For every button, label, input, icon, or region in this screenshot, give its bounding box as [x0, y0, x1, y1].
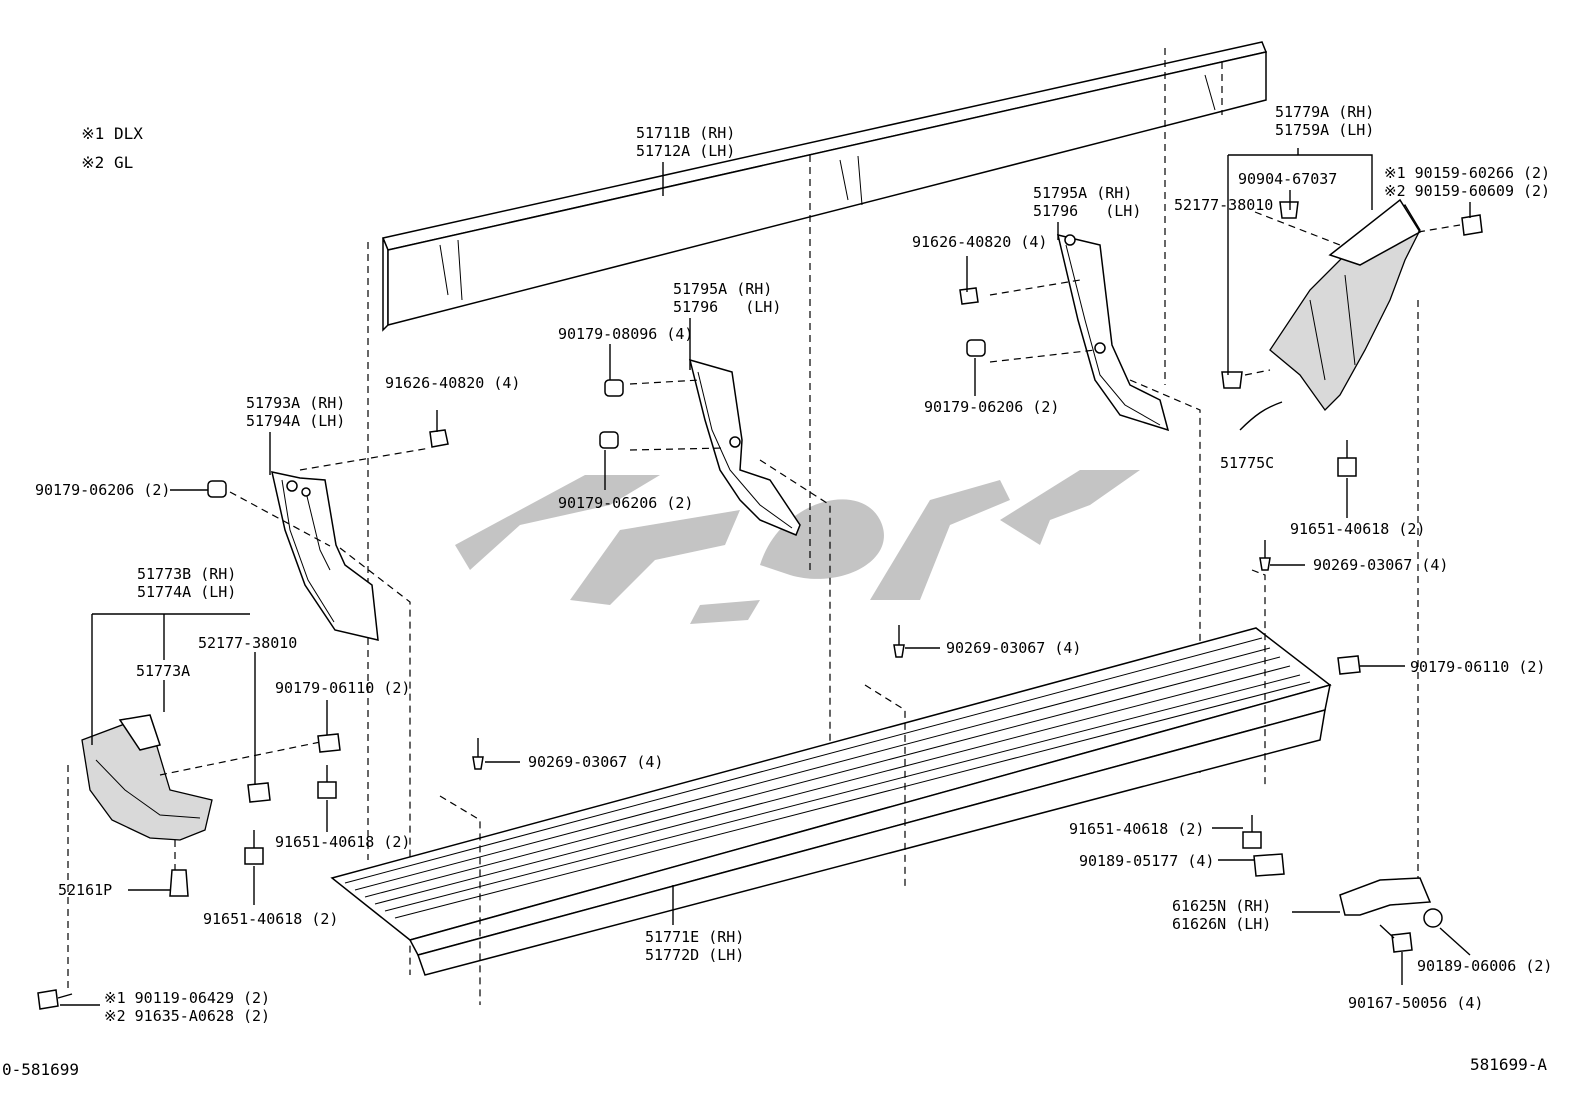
running-board-51771e — [330, 569, 1332, 1005]
label-51795a-mid: 51795A (RH) 51796 (LH) — [673, 280, 782, 316]
bracket-51795a-right — [989, 233, 1201, 775]
label-91651-right-top: 91651-40618 (2) — [1290, 520, 1426, 538]
label-61625n: 61625N (RH) 61626N (LH) — [1172, 897, 1272, 933]
legend-mark: ※1 — [81, 124, 105, 143]
legend-item-gl: ※2 GL — [62, 134, 133, 172]
label-90159: ※1 90159-60266 (2) ※2 90159-60609 (2) — [1384, 164, 1551, 200]
label-90269-mid: 90269-03067 (4) — [946, 639, 1082, 657]
label-51793a: 51793A (RH) 51794A (LH) — [246, 394, 346, 430]
label-90189-05177: 90189-05177 (4) — [1079, 852, 1215, 870]
label-51773b: 51773B (RH) 51774A (LH) — [137, 565, 237, 601]
ref-right: 581699-A — [1470, 1055, 1548, 1074]
bracket-51795a-mid — [629, 358, 831, 860]
label-51775c: 51775C — [1220, 454, 1275, 472]
label-51773a: 51773A — [136, 662, 191, 680]
label-90269-right: 90269-03067 (4) — [1313, 556, 1449, 574]
label-90179-06206-right: 90179-06206 (2) — [924, 398, 1060, 416]
label-90179-06206-mid: 90179-06206 (2) — [558, 494, 694, 512]
label-90179-06110-left: 90179-06110 (2) — [275, 679, 411, 697]
label-90179-06206-left: 90179-06206 (2) — [35, 481, 171, 499]
legend-text: GL — [113, 153, 134, 172]
label-51711b: 51711B (RH) 51712A (LH) — [636, 124, 736, 160]
label-91651-right-bot: 91651-40618 (2) — [1069, 820, 1205, 838]
label-51795a-right: 51795A (RH) 51796 (LH) — [1033, 184, 1142, 220]
label-52177-38010-left: 52177-38010 — [198, 634, 298, 652]
mudguard-front-51773b — [67, 714, 331, 990]
label-90179-08096: 90179-08096 (4) — [558, 325, 694, 343]
label-91651-left-mid: 91651-40618 (2) — [275, 833, 411, 851]
label-52177-38010-right: 52177-38010 — [1174, 196, 1274, 214]
legend-item-dlx: ※1 DLX — [62, 105, 143, 143]
legend-text: DLX — [113, 124, 143, 143]
label-91626-right: 91626-40820 (4) — [912, 233, 1048, 251]
mudguard-rear-51779a — [1239, 198, 1461, 880]
watermark-logo — [455, 470, 1140, 624]
label-90269-left: 90269-03067 (4) — [528, 753, 664, 771]
label-90189-06006: 90189-06006 (2) — [1417, 957, 1553, 975]
bracket-51793a — [229, 447, 431, 975]
label-51779a: 51779A (RH) 51759A (LH) — [1275, 103, 1375, 139]
label-91626-left: 91626-40820 (4) — [385, 374, 521, 392]
ref-left: 0-581699 — [2, 1060, 80, 1079]
label-90904-67037: 90904-67037 — [1238, 170, 1338, 188]
label-51771e: 51771E (RH) 51772D (LH) — [645, 928, 745, 964]
label-91651-left-bot: 91651-40618 (2) — [203, 910, 339, 928]
label-90179-06110-right: 90179-06110 (2) — [1410, 658, 1546, 676]
label-90167-50056: 90167-50056 (4) — [1348, 994, 1484, 1012]
fasteners — [37, 201, 1483, 1010]
leader-lines — [60, 148, 1471, 1006]
label-90119: ※1 90119-06429 (2) ※2 91635-A0628 (2) — [104, 989, 271, 1025]
rocker-molding-upper — [367, 41, 1268, 860]
label-52161p: 52161P — [58, 881, 113, 899]
legend-mark: ※2 — [81, 153, 105, 172]
